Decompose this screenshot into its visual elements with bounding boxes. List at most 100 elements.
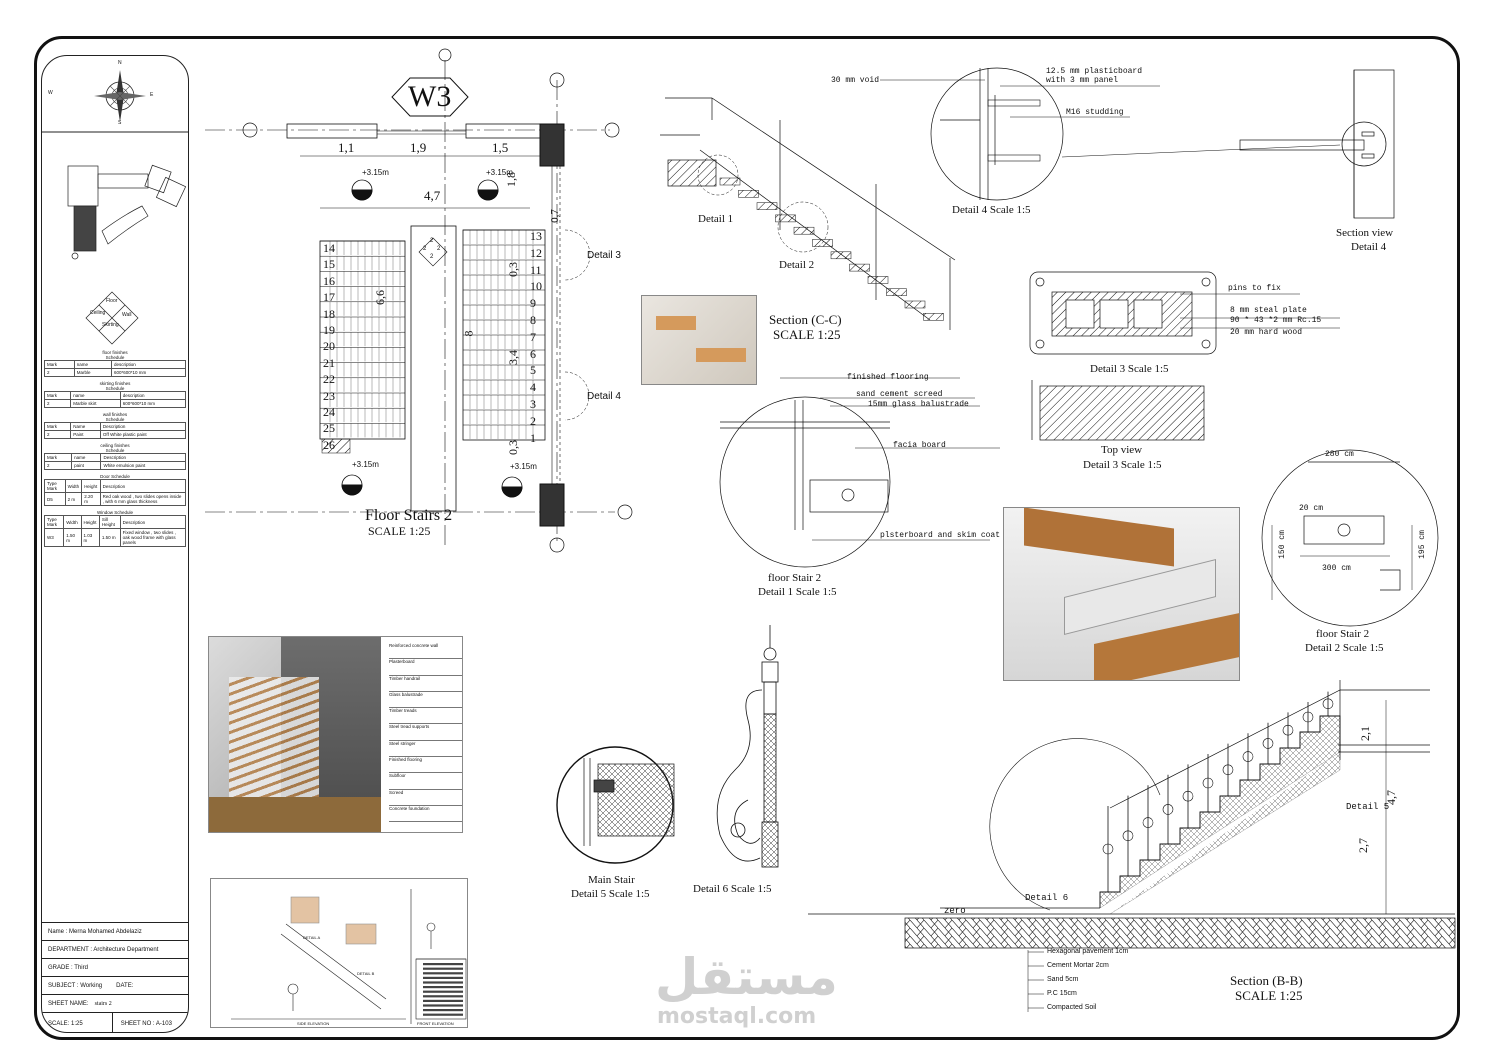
schedule-cell: paint: [71, 461, 102, 470]
bb-dim-27: 2,7: [1356, 838, 1370, 853]
plan-dim-34: 3,4: [506, 350, 520, 365]
schedule-title: wall finishes Schedule: [102, 412, 128, 422]
step-number: 25: [323, 421, 335, 436]
tag-digit-2: 2: [423, 246, 427, 252]
cc-tread: [849, 263, 870, 272]
compass-e: E: [150, 92, 154, 98]
bb-baluster-ornament: [1102, 843, 1114, 855]
drawing-sheet-border: [34, 36, 1460, 1040]
step-number: 14: [323, 241, 335, 255]
d3-caption: Detail 3 Scale 1:5: [1090, 363, 1169, 375]
step-number: 2: [530, 413, 536, 428]
tb-sheetno: SHEET NO : A-103: [120, 1020, 172, 1027]
d6-caption: Detail 6 Scale 1:5: [693, 883, 772, 895]
front-elevation-label: FRONT ELEVATION: [417, 1021, 454, 1026]
cc-tread: [867, 276, 889, 284]
cc-detail1: Detail 1: [698, 213, 734, 225]
render-label: Plasterboard: [389, 659, 462, 676]
cc-tread: [923, 313, 944, 321]
d1-note-2: sand cement screed: [856, 390, 943, 399]
elevation-tread: [423, 976, 463, 979]
render-label: Timber handrail: [389, 676, 462, 692]
elevation-tread: [423, 963, 463, 966]
section-cc: [660, 97, 956, 330]
bb-stair-fill: [1099, 715, 1341, 915]
step-number: 23: [323, 388, 335, 403]
bb-zero: zero: [944, 906, 966, 916]
legend-ceiling: Ceiling: [90, 310, 106, 316]
d4-note-2: 12.5 mm plasticboard with 3 mm panel: [1046, 67, 1143, 85]
render-label: Finished flooring: [389, 757, 462, 774]
elevation-tread: [423, 967, 463, 970]
step-number: 15: [323, 257, 335, 272]
elevation-tread: [423, 990, 463, 993]
tread-detail-photo: [641, 295, 757, 385]
cc-tread: [719, 177, 741, 186]
plan-dim-03b: 0,3: [506, 440, 520, 455]
plan-level-4: +3.15m: [510, 462, 537, 471]
bb-baluster-ornament: [1182, 790, 1194, 802]
schedule-cell: Red oak wood , two slides opens inside ,…: [99, 492, 187, 506]
d1-title: floor Stair 2: [768, 572, 822, 584]
d5-title: Main Stair: [588, 874, 635, 886]
render-label: Concrete foundation: [389, 806, 462, 823]
step-number: 26: [323, 437, 335, 452]
title-block: W E N S Floor Ceiling Wall Skirting floo…: [41, 55, 189, 1033]
plan-title: Floor Stairs 2: [365, 507, 453, 524]
bb-baluster-ornament: [1302, 711, 1314, 723]
cc-tread: [738, 190, 759, 198]
section-view-drawing: [1239, 69, 1395, 219]
step-number: 17: [323, 290, 335, 305]
d4-note-1: 30 mm void: [831, 76, 880, 85]
elevation-tread: [423, 999, 463, 1002]
tb-scale-row: SCALE: 1:25 SHEET NO : A-103: [42, 1012, 188, 1032]
sheet-code: W3: [408, 80, 452, 113]
detail3-drawing: [1029, 271, 1340, 441]
plan-dim-2: 1,9: [410, 140, 427, 155]
step-number: 16: [323, 273, 335, 288]
elevation-tread: [423, 1009, 463, 1012]
step-number: 6: [530, 346, 536, 361]
compass-s: S: [118, 120, 122, 126]
bb-layer-label: P.C 15cm: [1047, 990, 1077, 997]
step-number: 3: [530, 397, 536, 411]
step-number: 8: [530, 313, 536, 327]
detail-a-label: DETAIL A: [303, 935, 321, 940]
plan-level-1: +3.15m: [362, 168, 389, 177]
d2-dim-20: 20 cm: [1299, 504, 1324, 513]
detail1-drawing: [719, 377, 1000, 568]
tb-grade: GRADE : Third: [42, 958, 188, 976]
plan-detail3-callout: Detail 3: [587, 250, 621, 261]
bb-dim-21: 2,1: [1358, 726, 1372, 741]
bb-baluster-ornament: [1222, 764, 1234, 776]
key-plan: [67, 164, 187, 260]
cc-tread: [756, 202, 778, 210]
step-number: 7: [530, 329, 536, 344]
cc-tread: [886, 288, 907, 296]
step-number: 11: [530, 262, 542, 277]
tb-scale: SCALE: 1:25: [48, 1020, 83, 1027]
d2-dim-195: 195 cm: [1417, 530, 1427, 559]
d4-note-3: M16 studding: [1066, 108, 1124, 117]
schedule-cell: Fixed window , two slides , oak wood fra…: [119, 528, 187, 547]
schedule-cell: 600*600*10 mm: [119, 399, 187, 408]
step-number: 12: [530, 245, 542, 260]
schedule-cell: Marble: [73, 368, 113, 377]
elevation-tread: [423, 1004, 463, 1007]
d1-note-1: finished flooring: [847, 373, 929, 382]
schedule-title: Door Schedule: [100, 474, 130, 479]
compass-w: W: [48, 90, 53, 96]
tb-subject-row: SUBJECT : Working DATE:: [42, 976, 188, 994]
plan-detail4-callout: Detail 4: [587, 391, 621, 402]
bb-baluster-ornament: [1122, 830, 1134, 842]
plan-dim-66: 6,6: [373, 290, 387, 305]
